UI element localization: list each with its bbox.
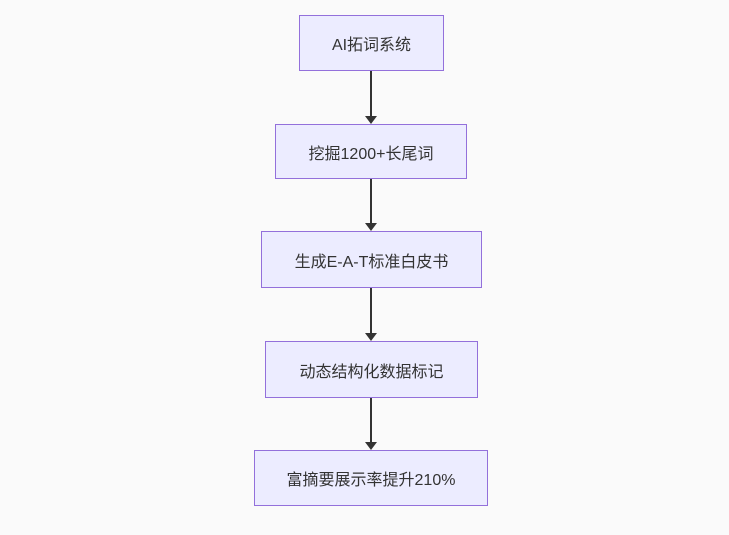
edge-line [370,398,372,444]
arrowhead-down-icon [365,442,377,450]
arrowhead-down-icon [365,333,377,341]
flow-node-ai-word-expansion-system: AI拓词系统 [299,15,444,71]
edge-line [370,288,372,335]
flow-arrow-d-to-e [364,398,378,450]
arrowhead-down-icon [365,116,377,124]
flow-arrow-c-to-d [364,288,378,341]
arrowhead-down-icon [365,223,377,231]
flow-arrow-b-to-c [364,179,378,231]
flow-arrow-a-to-b [364,71,378,124]
flow-node-rich-snippet-rate-increase: 富摘要展示率提升210% [254,450,488,506]
flow-node-longtail-keyword-mining: 挖掘1200+长尾词 [275,124,467,179]
flow-node-eat-whitepaper: 生成E-A-T标准白皮书 [261,231,482,288]
edge-line [370,179,372,225]
flow-node-dynamic-structured-data-markup: 动态结构化数据标记 [265,341,478,398]
edge-line [370,71,372,118]
